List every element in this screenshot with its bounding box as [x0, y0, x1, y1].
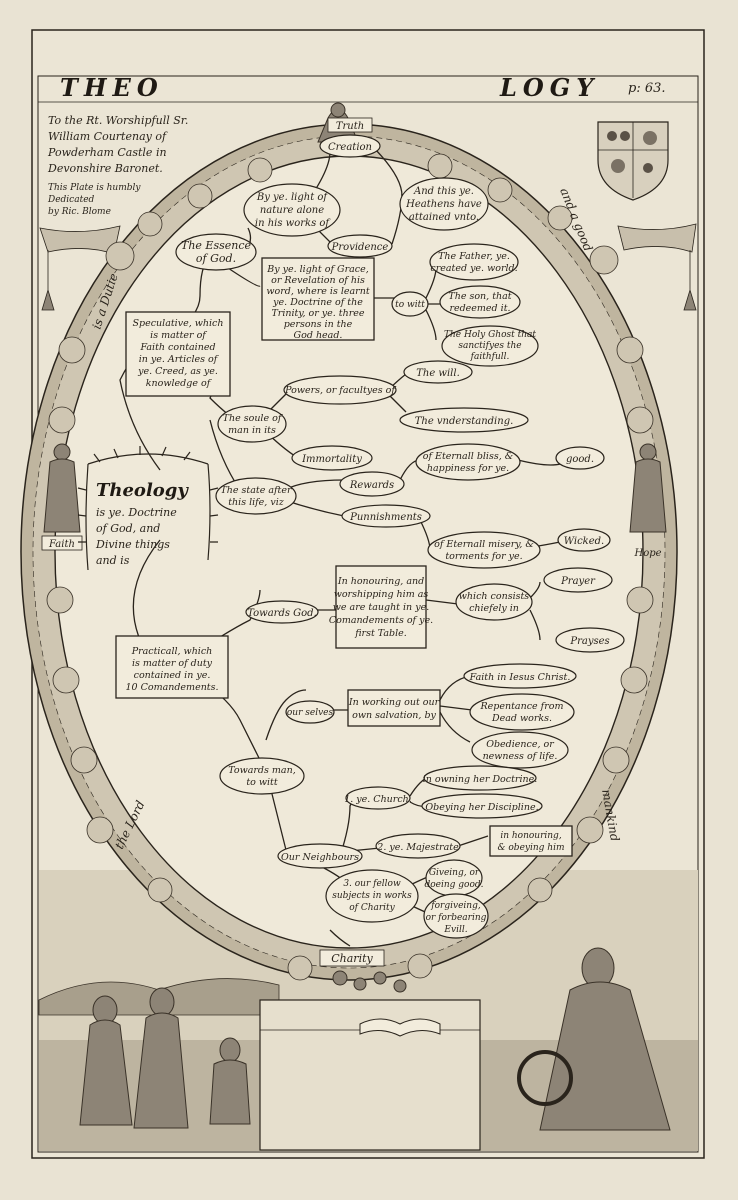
- node-faith-jesus: Faith in Iesus Christ.: [469, 672, 571, 683]
- theology-line: of God, and: [96, 522, 160, 535]
- node-powers: Powers, or facultyes of: [284, 385, 396, 396]
- dedication-line: Powderham Castle in: [47, 146, 167, 159]
- node-our-selves: our selves: [287, 708, 334, 718]
- node-owning: in owning her Doctrine.: [423, 774, 538, 785]
- node-praises: Prayses: [569, 636, 609, 647]
- node-immortality: Immortality: [301, 454, 362, 465]
- title-left: THEO: [60, 73, 164, 102]
- dedication-line: This Plate is humbly: [48, 183, 141, 193]
- node-obeying-discipline: Obeying her Discipline.: [425, 802, 538, 813]
- faith-label: Faith: [48, 539, 75, 550]
- node-neighbours: Our Neighbours: [281, 852, 359, 863]
- node-bliss: of Eternall bliss, &happiness for ye.: [423, 451, 513, 474]
- node-wicked: Wicked.: [564, 536, 604, 547]
- dedication-line: Devonshire Baronet.: [47, 162, 163, 175]
- node-punishments: Punnishments: [349, 512, 422, 523]
- dedication-line: by Ric. Blome: [48, 207, 111, 217]
- node-providence: Providence: [331, 242, 389, 253]
- theology-line: is ye. Doctrine: [96, 506, 177, 519]
- node-creation: Creation: [328, 142, 372, 153]
- dedication-line: Dedicated: [47, 195, 95, 205]
- dedication-line: William Courtenay of: [48, 130, 168, 143]
- node-magistrate: 2. ye. Majestrate: [376, 842, 459, 853]
- node-father: The Father, ye.created ye. world.: [430, 251, 517, 274]
- charity-label: Charity: [331, 952, 373, 965]
- hope-label: Hope: [633, 548, 661, 559]
- node-good: good.: [566, 454, 594, 465]
- theology-title: Theology: [96, 480, 189, 501]
- node-to-witt: to witt: [395, 300, 425, 310]
- page-ref: p: 63.: [628, 81, 666, 96]
- node-will: The will.: [416, 368, 460, 379]
- title-right: LOGY: [499, 73, 599, 102]
- node-misery: of Eternall misery, &torments for ye.: [434, 539, 534, 562]
- node-understanding: The vnderstanding.: [415, 416, 514, 427]
- theology-line: Divine things: [95, 538, 170, 551]
- theology-line: and is: [96, 554, 130, 567]
- node-rewards: Rewards: [349, 480, 394, 491]
- dedication-line: To the Rt. Worshipfull Sr.: [48, 114, 188, 127]
- node-towards-god: Towards God.: [247, 608, 317, 619]
- node-church: 1. ye. Church.: [344, 794, 412, 805]
- truth-label: Truth: [336, 121, 364, 132]
- node-prayer: Prayer: [560, 576, 596, 587]
